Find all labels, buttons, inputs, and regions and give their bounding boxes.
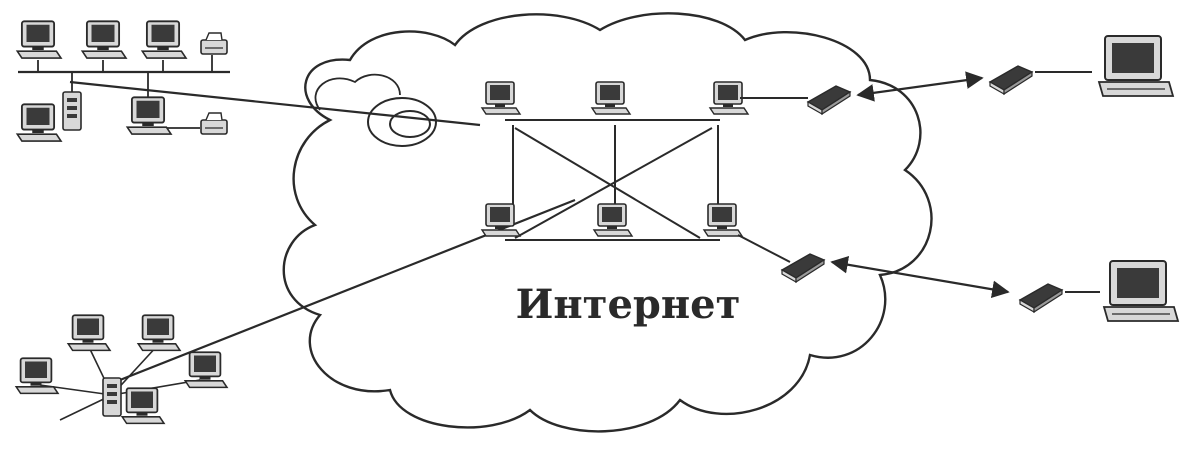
modem-icon [989,65,1033,95]
workstation-icon [184,351,228,389]
workstation-icon [15,357,59,395]
remote-access-bottom [737,234,1179,322]
remote-computer-icon [1103,260,1179,322]
link-diagonal-1 [514,127,701,239]
router-computer-icon [591,81,631,115]
remote-computer-icon [1098,35,1174,97]
uplink-top-lan [69,80,481,127]
workstation-icon [16,103,62,143]
cloud-label: Интернет [516,281,741,328]
workstation-icon [121,387,165,425]
workstation-icon [141,20,187,60]
modem-icon [1019,283,1063,313]
lan-bottom-left [15,314,228,425]
server-tower-icon [62,91,82,131]
workstation-icon [126,96,172,136]
workstation-icon [137,314,181,352]
remote-access-top [740,35,1174,115]
hub-server-icon [102,377,122,417]
dialup-link-arrow [856,71,984,102]
lan-top-left [16,20,230,143]
link-diagonal-2 [514,127,713,239]
dialup-link-arrow [830,255,1010,299]
workstation-icon [81,20,127,60]
workstation-icon [67,314,111,352]
router-computer-icon [703,203,743,237]
printer-icon [200,32,228,55]
workstation-icon [16,20,62,60]
printer-icon [200,112,228,135]
router-computer-icon [593,203,633,237]
cloud-mesh-links [505,119,720,241]
router-computer-icon [481,203,521,237]
router-computer-icon [481,81,521,115]
